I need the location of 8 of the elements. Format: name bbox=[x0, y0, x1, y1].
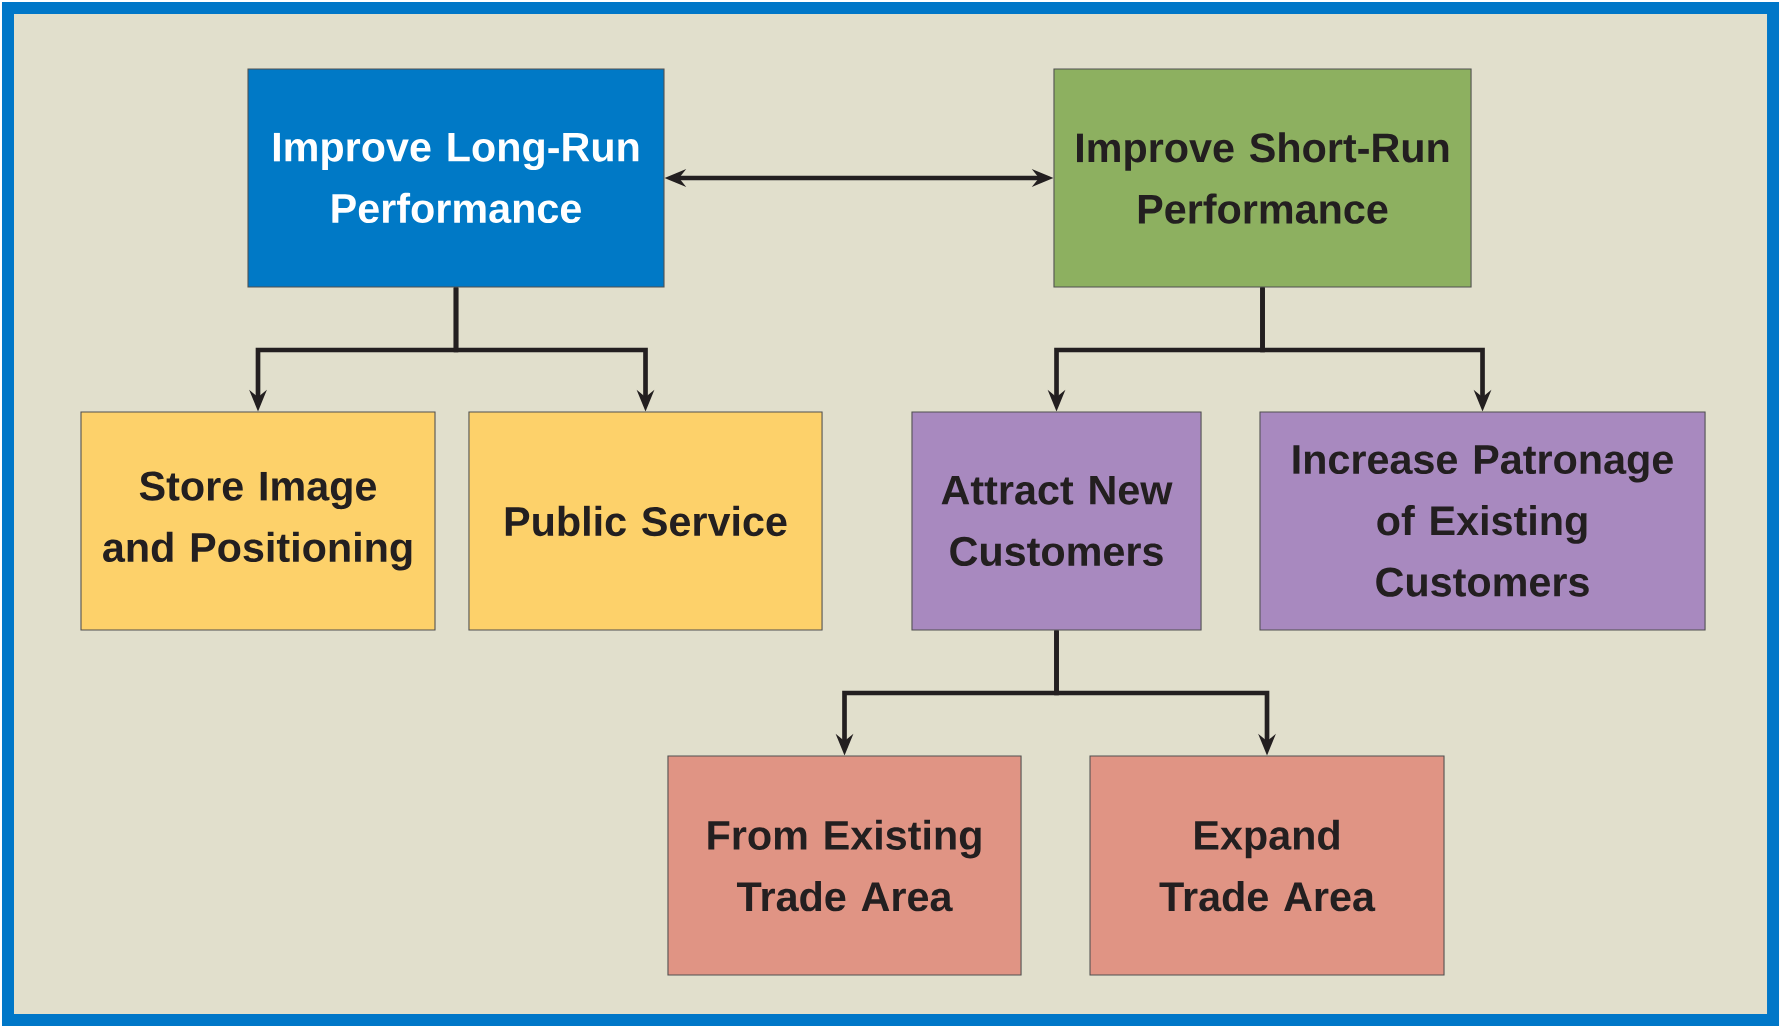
box: Public Service bbox=[468, 411, 823, 631]
box: Store Image and Positioning bbox=[80, 411, 436, 631]
box: Attract New Customers bbox=[911, 411, 1202, 631]
box: Increase Patronage of Existing Customers bbox=[1259, 411, 1706, 631]
box: From Existing Trade Area bbox=[667, 755, 1022, 976]
box: Improve Short-Run Performance bbox=[1053, 68, 1472, 288]
box: Improve Long-Run Performance bbox=[247, 68, 665, 288]
box: Expand Trade Area bbox=[1089, 755, 1445, 976]
